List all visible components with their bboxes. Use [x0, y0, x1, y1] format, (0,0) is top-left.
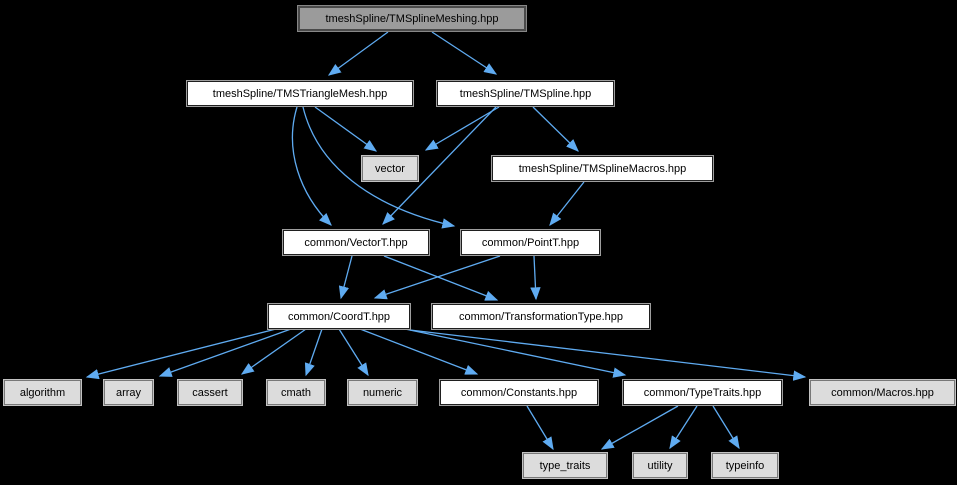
edge-pointt-to-transformationtype: [530, 255, 541, 301]
node-cmath: cmath: [266, 379, 326, 406]
node-label-vectort: common/VectorT.hpp: [304, 236, 408, 249]
edge-tmspline-to-vectort: [382, 106, 497, 225]
edge-tmstrianglemesh-to-vectort: [291, 106, 332, 226]
edge-tmspline-to-vector: [424, 106, 500, 151]
node-typeinfo: typeinfo: [711, 452, 779, 479]
node-label-tmsplinemeshing: tmeshSpline/TMSplineMeshing.hpp: [325, 12, 499, 25]
node-label-utility: utility: [647, 459, 673, 472]
edge-coordt-to-array: [158, 328, 292, 377]
node-type_traits: type_traits: [522, 452, 608, 479]
edge-coordt-to-constants: [359, 328, 479, 375]
node-transformationtype[interactable]: common/TransformationType.hpp: [431, 303, 651, 330]
node-label-macros: common/Macros.hpp: [831, 386, 934, 399]
edge-vectort-to-coordt: [338, 255, 353, 300]
edge-constants-to-type_traits: [526, 405, 554, 451]
node-vector: vector: [361, 155, 419, 182]
edge-coordt-to-macros: [409, 329, 807, 381]
edge-coordt-to-cmath: [304, 328, 323, 377]
edge-tmsplinemacros-to-pointt: [549, 181, 585, 227]
node-label-tmspline: tmeshSpline/TMSpline.hpp: [459, 87, 592, 100]
edge-tmsplinemeshing-to-tmstrianglemesh: [327, 31, 389, 76]
node-algorithm: algorithm: [3, 379, 82, 406]
node-label-cassert: cassert: [192, 386, 228, 399]
node-tmstrianglemesh[interactable]: tmeshSpline/TMSTriangleMesh.hpp: [186, 80, 414, 107]
node-typetraits[interactable]: common/TypeTraits.hpp: [622, 379, 783, 406]
node-label-array: array: [115, 386, 142, 399]
edge-tmsplinemeshing-to-tmspline: [431, 31, 498, 75]
node-macros: common/Macros.hpp: [809, 379, 956, 406]
edge-tmstrianglemesh-to-vector: [314, 106, 378, 152]
node-pointt[interactable]: common/PointT.hpp: [460, 229, 601, 256]
node-label-tmsplinemacros: tmeshSpline/TMSplineMacros.hpp: [518, 162, 687, 175]
node-label-cmath: cmath: [281, 386, 311, 399]
node-label-constants: common/Constants.hpp: [460, 386, 578, 399]
node-label-type_traits: type_traits: [539, 459, 591, 472]
node-label-pointt: common/PointT.hpp: [481, 236, 580, 249]
edge-coordt-to-numeric: [338, 328, 369, 377]
edge-tmspline-to-tmsplinemacros: [532, 106, 579, 152]
edge-tmstrianglemesh-to-pointt: [302, 106, 456, 229]
edge-pointt-to-coordt: [373, 255, 501, 300]
edge-typetraits-to-type_traits: [600, 405, 679, 450]
edge-coordt-to-cassert: [240, 328, 307, 375]
node-label-coordt: common/CoordT.hpp: [287, 310, 391, 323]
node-label-tmstrianglemesh: tmeshSpline/TMSTriangleMesh.hpp: [212, 87, 388, 100]
node-tmspline[interactable]: tmeshSpline/TMSpline.hpp: [436, 80, 615, 107]
node-label-numeric: numeric: [362, 386, 403, 399]
node-label-transformationtype: common/TransformationType.hpp: [458, 310, 624, 323]
node-tmsplinemeshing: tmeshSpline/TMSplineMeshing.hpp: [297, 5, 527, 32]
node-array: array: [103, 379, 154, 406]
edge-typetraits-to-typeinfo: [712, 405, 740, 450]
edge-coordt-to-algorithm: [85, 328, 277, 380]
edge-vectort-to-transformationtype: [383, 255, 499, 301]
node-tmsplinemacros[interactable]: tmeshSpline/TMSplineMacros.hpp: [491, 155, 714, 182]
node-label-typeinfo: typeinfo: [725, 459, 765, 472]
node-constants[interactable]: common/Constants.hpp: [439, 379, 599, 406]
edge-typetraits-to-utility: [669, 405, 698, 450]
node-cassert: cassert: [177, 379, 243, 406]
node-label-typetraits: common/TypeTraits.hpp: [643, 386, 762, 399]
node-coordt[interactable]: common/CoordT.hpp: [267, 303, 411, 330]
node-utility: utility: [632, 452, 688, 479]
node-numeric: numeric: [347, 379, 418, 406]
node-label-algorithm: algorithm: [19, 386, 66, 399]
node-vectort[interactable]: common/VectorT.hpp: [282, 229, 430, 256]
node-label-vector: vector: [375, 162, 405, 175]
edge-coordt-to-typetraits: [404, 328, 627, 378]
